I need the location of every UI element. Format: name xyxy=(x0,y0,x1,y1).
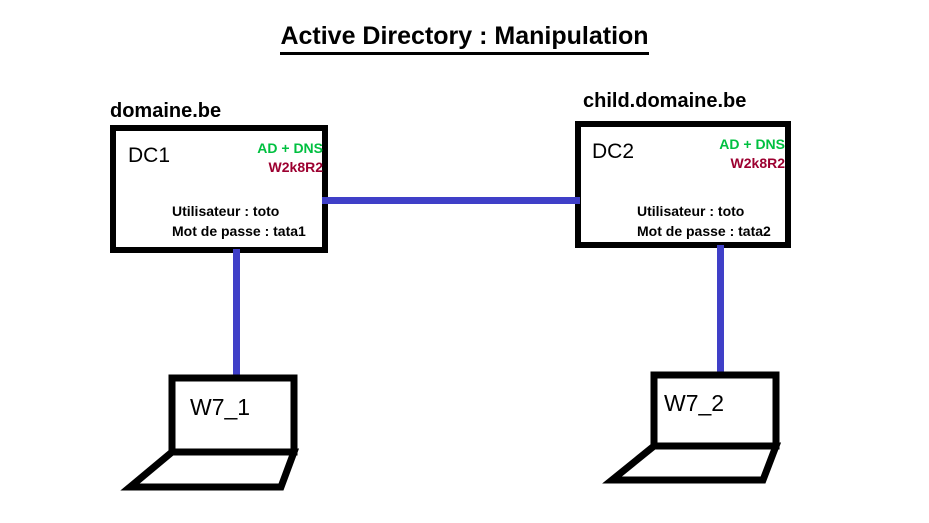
page-title-text: Active Directory : Manipulation xyxy=(280,22,649,55)
server-name-dc2: DC2 xyxy=(592,140,635,163)
server-os-dc2: W2k8R2 xyxy=(730,155,785,171)
link-dc1-to-w7_1 xyxy=(233,249,240,385)
laptop-icon xyxy=(120,374,300,491)
laptop-w7_2[interactable]: W7_2 xyxy=(602,369,787,494)
domain-label-left: domaine.be xyxy=(110,100,222,122)
domain-label-right: child.domaine.be xyxy=(583,90,747,112)
laptop-w7_1[interactable]: W7_1 xyxy=(120,372,305,497)
laptop-label-w7_1: W7_1 xyxy=(190,394,251,420)
server-user-dc2: Utilisateur : toto xyxy=(637,203,745,219)
server-password-dc1: Mot de passe : tata1 xyxy=(172,223,306,239)
server-role-dc2: AD + DNS xyxy=(719,136,785,152)
server-box-dc1[interactable] xyxy=(110,125,328,253)
laptop-label-w7_2: W7_2 xyxy=(664,390,725,416)
server-box-dc2[interactable] xyxy=(575,121,791,248)
link-dc1-to-dc2 xyxy=(322,197,580,204)
link-dc2-to-w7_2 xyxy=(717,245,724,381)
server-os-dc1: W2k8R2 xyxy=(268,159,323,175)
server-user-dc1: Utilisateur : toto xyxy=(172,203,280,219)
server-role-dc1: AD + DNS xyxy=(257,140,323,156)
server-name-dc1: DC1 xyxy=(128,144,171,167)
server-password-dc2: Mot de passe : tata2 xyxy=(637,223,771,239)
page-title: Active Directory : Manipulation xyxy=(0,22,929,55)
laptop-icon xyxy=(602,371,782,484)
